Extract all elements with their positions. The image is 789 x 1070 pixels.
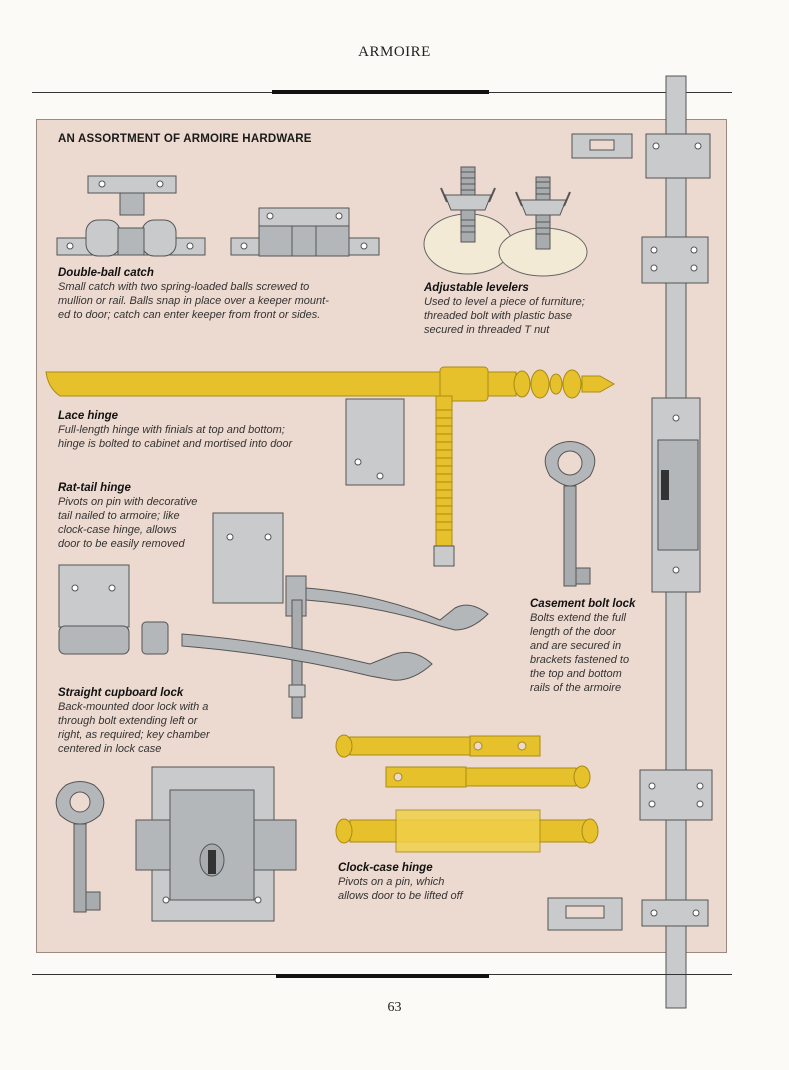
caption-title: Straight cupboard lock bbox=[58, 687, 184, 699]
straight-cupboard-lock-illustration bbox=[135, 766, 297, 922]
caption-line: Pivots on a pin, which bbox=[338, 876, 445, 888]
caption-clock-case-hinge: Clock-case hinge Pivots on a pin, which … bbox=[338, 861, 463, 903]
caption-line: Used to level a piece of furniture; bbox=[424, 296, 585, 308]
double-ball-catch-illustration bbox=[56, 175, 206, 257]
caption-title: Lace hinge bbox=[58, 410, 119, 422]
hardware-panel bbox=[36, 119, 727, 953]
caption-line: Small catch with two spring-loaded balls… bbox=[58, 281, 310, 293]
caption-straight-cupboard-lock: Straight cupboard lock Back-mounted door… bbox=[58, 686, 210, 756]
caption-line: threaded bolt with plastic base bbox=[424, 310, 572, 322]
clock-case-hinge-illustration bbox=[335, 734, 599, 853]
footer-rule-accent bbox=[276, 974, 489, 978]
caption-title: Casement bolt lock bbox=[530, 598, 636, 610]
caption-line: through bolt extending left or bbox=[58, 715, 198, 727]
skeleton-key-upper bbox=[544, 441, 596, 587]
running-head: ARMOIRE bbox=[358, 44, 431, 60]
caption-title: Double-ball catch bbox=[58, 267, 154, 279]
panel-title: AN ASSORTMENT OF ARMOIRE HARDWARE bbox=[58, 133, 312, 145]
caption-line: brackets fastened to bbox=[530, 654, 630, 666]
caption-adjustable-levelers: Adjustable levelers Used to level a piec… bbox=[424, 281, 585, 337]
caption-line: tail nailed to armoire; like bbox=[58, 510, 180, 522]
catch-keeper-illustration bbox=[230, 207, 380, 257]
header-rule-accent bbox=[272, 90, 489, 94]
caption-casement-bolt-lock: Casement bolt lock Bolts extend the full… bbox=[530, 597, 635, 695]
rat-tail-hinge-illustration bbox=[58, 512, 489, 719]
caption-lace-hinge: Lace hinge Full-length hinge with finial… bbox=[58, 409, 292, 451]
caption-rat-tail-hinge: Rat-tail hinge Pivots on pin with decora… bbox=[58, 481, 197, 551]
caption-line: secured in threaded T nut bbox=[424, 324, 550, 336]
caption-line: mullion or rail. Balls snap in place ove… bbox=[58, 295, 329, 307]
caption-line: rails of the armoire bbox=[530, 682, 622, 694]
caption-line: and are secured in bbox=[530, 640, 622, 652]
casement-bolt-lock-illustration bbox=[547, 75, 713, 1009]
caption-line: length of the door bbox=[530, 626, 616, 638]
caption-line: the top and bottom bbox=[530, 668, 622, 680]
caption-double-ball-catch: Double-ball catch Small catch with two s… bbox=[58, 266, 329, 322]
caption-line: right, as required; key chamber bbox=[58, 729, 210, 741]
caption-line: Bolts extend the full bbox=[530, 612, 627, 624]
caption-line: allows door to be lifted off bbox=[338, 890, 463, 902]
skeleton-key-lower bbox=[55, 781, 105, 913]
page-number: 63 bbox=[387, 1000, 402, 1015]
adjustable-leveler-left bbox=[423, 166, 513, 275]
caption-title: Adjustable levelers bbox=[424, 282, 529, 294]
caption-line: Full-length hinge with finials at top an… bbox=[58, 424, 285, 436]
caption-title: Rat-tail hinge bbox=[58, 482, 131, 494]
caption-line: Back-mounted door lock with a bbox=[58, 701, 209, 713]
adjustable-leveler-right bbox=[498, 176, 588, 277]
caption-line: door to be easily removed bbox=[58, 538, 185, 550]
caption-title: Clock-case hinge bbox=[338, 862, 433, 874]
caption-line: ed to door; catch can enter keeper from … bbox=[58, 309, 321, 321]
caption-line: centered in lock case bbox=[58, 743, 162, 755]
caption-line: Pivots on pin with decorative bbox=[58, 496, 198, 508]
lace-hinge-illustration bbox=[45, 366, 616, 567]
caption-line: hinge is bolted to cabinet and mortised … bbox=[58, 438, 293, 450]
caption-line: clock-case hinge, allows bbox=[58, 524, 177, 536]
